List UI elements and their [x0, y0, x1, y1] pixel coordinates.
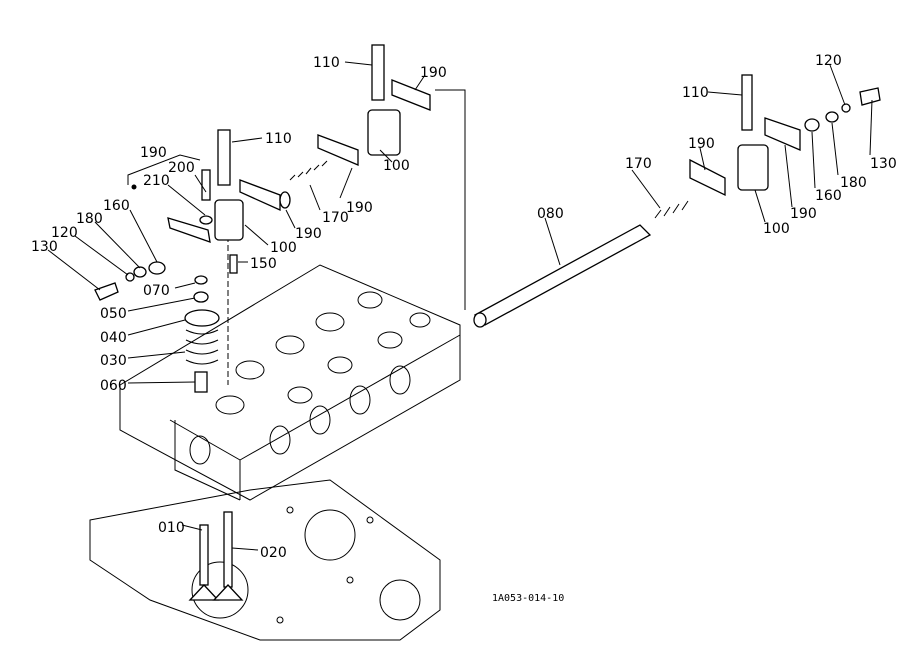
leader-lines: [47, 61, 873, 551]
callout-110: 110: [265, 131, 292, 147]
callout-170: 170: [625, 156, 652, 172]
rocker-shaft: [473, 224, 652, 328]
valve-spring-stack: [184, 275, 220, 393]
callout-210: 210: [143, 173, 170, 189]
rocker-assembly-top: [367, 44, 466, 310]
callout-050: 050: [100, 306, 127, 322]
callout-060: 060: [100, 378, 127, 394]
callout-080: 080: [537, 206, 564, 222]
drawing-code: 1A053-014-10: [492, 593, 564, 604]
callout-200: 200: [168, 160, 195, 176]
callout-130: 130: [870, 156, 897, 172]
callout-170: 170: [322, 210, 349, 226]
callout-190: 190: [688, 136, 715, 152]
callout-100: 100: [270, 240, 297, 256]
callout-190: 190: [790, 206, 817, 222]
callout-160: 160: [815, 188, 842, 204]
callout-010: 010: [158, 520, 185, 536]
callout-180: 180: [76, 211, 103, 227]
callout-030: 030: [100, 353, 127, 369]
cylinder-head: [119, 264, 461, 501]
callout-040: 040: [100, 330, 127, 346]
rocker-assembly-left: [94, 129, 359, 301]
callout-180: 180: [840, 175, 867, 191]
callout-100: 100: [383, 158, 410, 174]
callout-190: 190: [420, 65, 447, 81]
callout-120: 120: [815, 53, 842, 69]
rocker-assembly-right: [654, 74, 881, 219]
callout-190: 190: [295, 226, 322, 242]
callout-110: 110: [682, 85, 709, 101]
callout-110: 110: [313, 55, 340, 71]
callout-120: 120: [51, 225, 78, 241]
valves: [188, 511, 244, 601]
callout-190: 190: [140, 145, 167, 161]
callout-190: 190: [346, 200, 373, 216]
callout-070: 070: [143, 283, 170, 299]
callout-130: 130: [31, 239, 58, 255]
callout-020: 020: [260, 545, 287, 561]
callout-160: 160: [103, 198, 130, 214]
callout-150: 150: [250, 256, 277, 272]
callout-100: 100: [763, 221, 790, 237]
head-gasket: [89, 479, 441, 641]
